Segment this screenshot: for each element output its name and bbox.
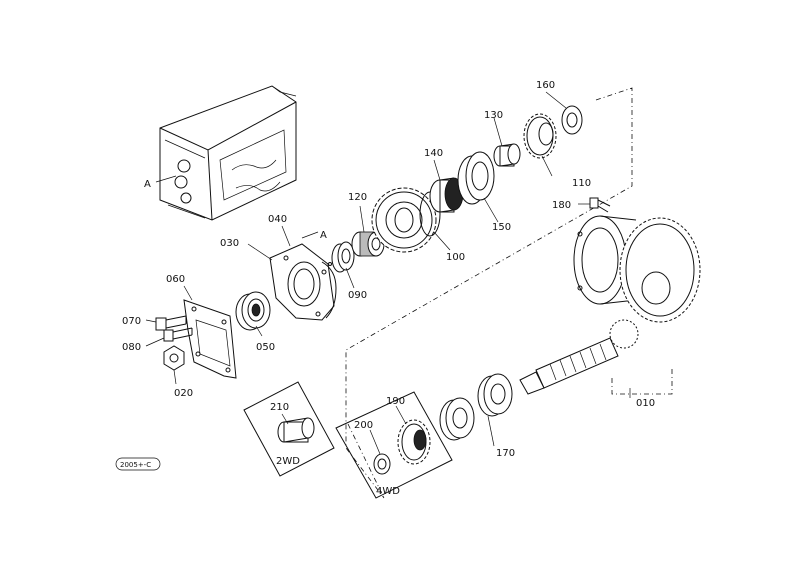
- label-040: 040: [268, 214, 287, 225]
- group-box-4wd: [335, 391, 453, 499]
- label-140: 140: [424, 148, 443, 159]
- washer-160: [561, 105, 583, 135]
- ball-bearing-050: [235, 291, 271, 331]
- label-210: 210: [270, 402, 289, 413]
- gear-190: [397, 419, 431, 465]
- transmission-housing: [159, 85, 297, 221]
- gear-110: [523, 113, 557, 159]
- group-label-2wd: 2WD: [276, 456, 300, 467]
- gear-100: [371, 187, 441, 253]
- bearing-holder-030: [269, 243, 335, 321]
- spacer-130: [493, 143, 521, 167]
- label-070: 070: [122, 316, 141, 327]
- label-030: 030: [220, 238, 239, 249]
- shift-sleeve-150: [457, 151, 495, 205]
- label-120: 120: [348, 192, 367, 203]
- svg-text:2005+-C: 2005+-C: [120, 461, 151, 469]
- ball-bearing-170: [439, 373, 513, 441]
- label-100: 100: [446, 252, 465, 263]
- label-060: 060: [166, 274, 185, 285]
- drawing-code-stamp: 2005+-C: [115, 457, 161, 471]
- bolt-070: [155, 315, 187, 331]
- collar-090: [331, 241, 355, 273]
- collar-210: [277, 417, 315, 443]
- group-label-4wd: 4WD: [376, 486, 400, 497]
- bolt-080: [163, 327, 193, 342]
- group-box-2wd: [243, 381, 335, 477]
- label-110: 110: [572, 178, 591, 189]
- label-190: 190: [386, 396, 405, 407]
- label-200: 200: [354, 420, 373, 431]
- label-020: 020: [174, 388, 193, 399]
- needle-bearing-120: [351, 231, 385, 257]
- bolt-180: [589, 197, 611, 213]
- collar-200: [373, 453, 391, 475]
- label-050: 050: [256, 342, 275, 353]
- label-170: 170: [496, 448, 515, 459]
- snap-ring-040: [321, 261, 337, 319]
- ref-mark-a-housing: A: [144, 179, 151, 190]
- label-150: 150: [492, 222, 511, 233]
- label-180: 180: [552, 200, 571, 211]
- label-010: 010: [636, 398, 655, 409]
- gasket-plate-060: [183, 299, 237, 379]
- label-090: 090: [348, 290, 367, 301]
- label-160: 160: [536, 80, 555, 91]
- label-080: 080: [122, 342, 141, 353]
- leader-lines: [145, 91, 631, 455]
- nut-020: [163, 345, 185, 371]
- ref-mark-a-plate: A: [320, 230, 327, 241]
- label-130: 130: [484, 110, 503, 121]
- bevel-gear-assembly-010: [519, 215, 701, 395]
- assembly-outline: [345, 87, 633, 499]
